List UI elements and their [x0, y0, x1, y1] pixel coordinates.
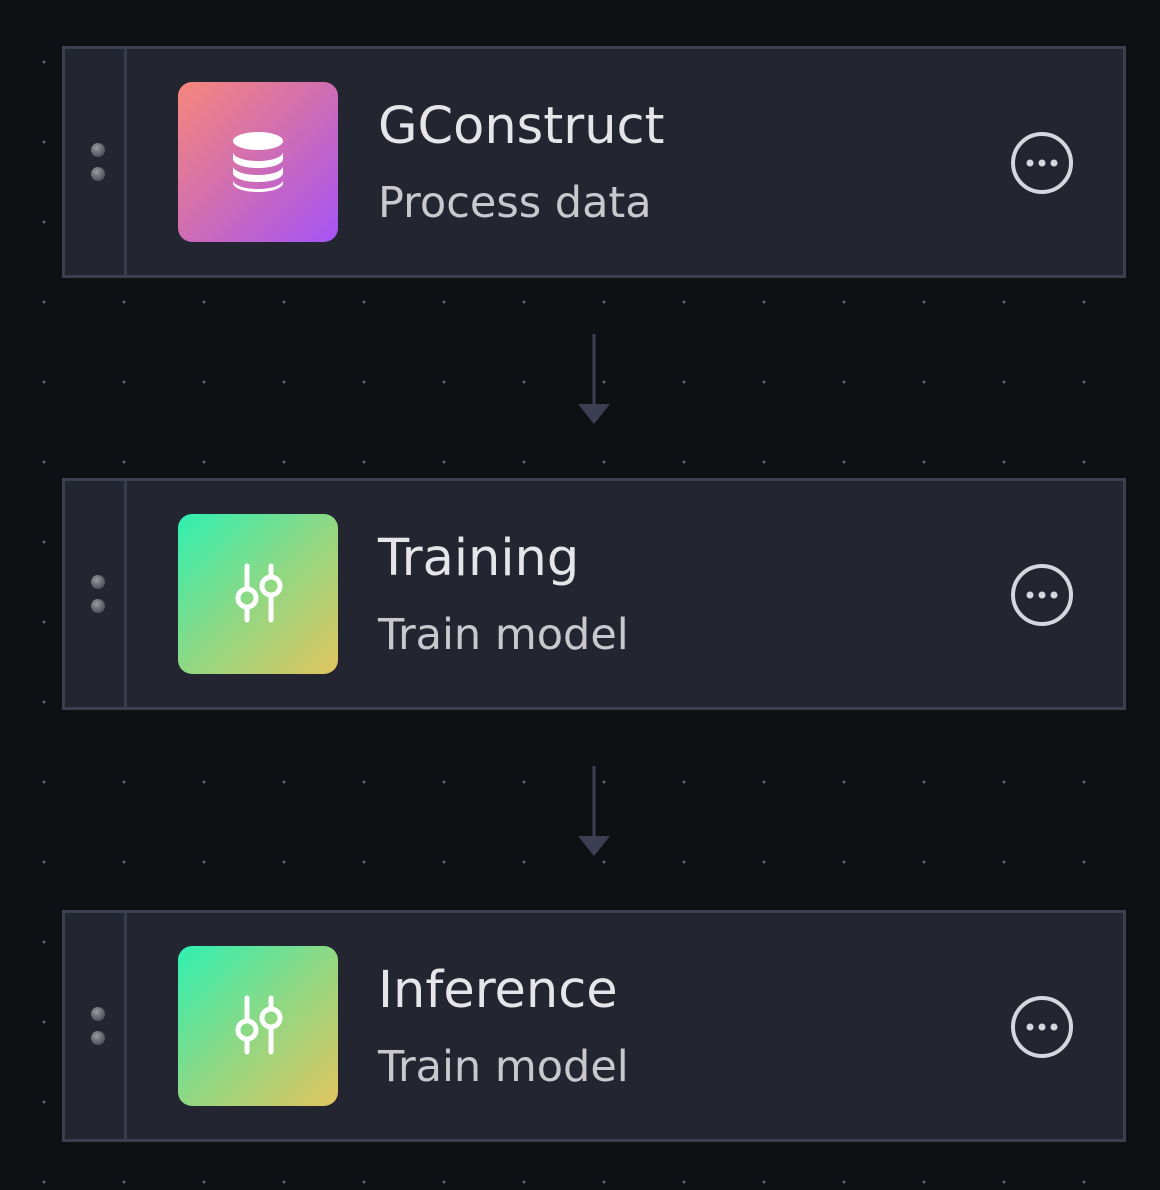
more-options-icon[interactable] — [1010, 563, 1074, 627]
node-title: Inference — [378, 961, 618, 1020]
node-subtitle: Process data — [378, 178, 652, 228]
grip-dot — [91, 599, 105, 613]
node-subtitle: Train model — [378, 610, 629, 660]
grip-dot — [91, 1031, 105, 1045]
node-subtitle: Train model — [378, 1042, 629, 1092]
drag-handle[interactable] — [65, 49, 127, 275]
node-title: GConstruct — [378, 97, 665, 156]
node-icon-tile — [178, 82, 338, 242]
node-title: Training — [378, 529, 580, 588]
sliders-icon — [235, 995, 283, 1055]
more-options-icon[interactable] — [1010, 131, 1074, 195]
grip-dot — [91, 1007, 105, 1021]
pipeline-node-inference[interactable]: Inference Train model — [62, 910, 1126, 1142]
database-icon — [233, 132, 283, 192]
grip-dot — [91, 143, 105, 157]
drag-handle[interactable] — [65, 913, 127, 1139]
grip-dot — [91, 167, 105, 181]
node-icon-tile — [178, 946, 338, 1106]
connector-arrow — [578, 334, 610, 424]
connector-arrow — [578, 766, 610, 856]
pipeline-node-training[interactable]: Training Train model — [62, 478, 1126, 710]
sliders-icon — [235, 563, 283, 623]
pipeline-node-gconstruct[interactable]: GConstruct Process data — [62, 46, 1126, 278]
grip-dot — [91, 575, 105, 589]
more-options-icon[interactable] — [1010, 995, 1074, 1059]
drag-handle[interactable] — [65, 481, 127, 707]
node-icon-tile — [178, 514, 338, 674]
